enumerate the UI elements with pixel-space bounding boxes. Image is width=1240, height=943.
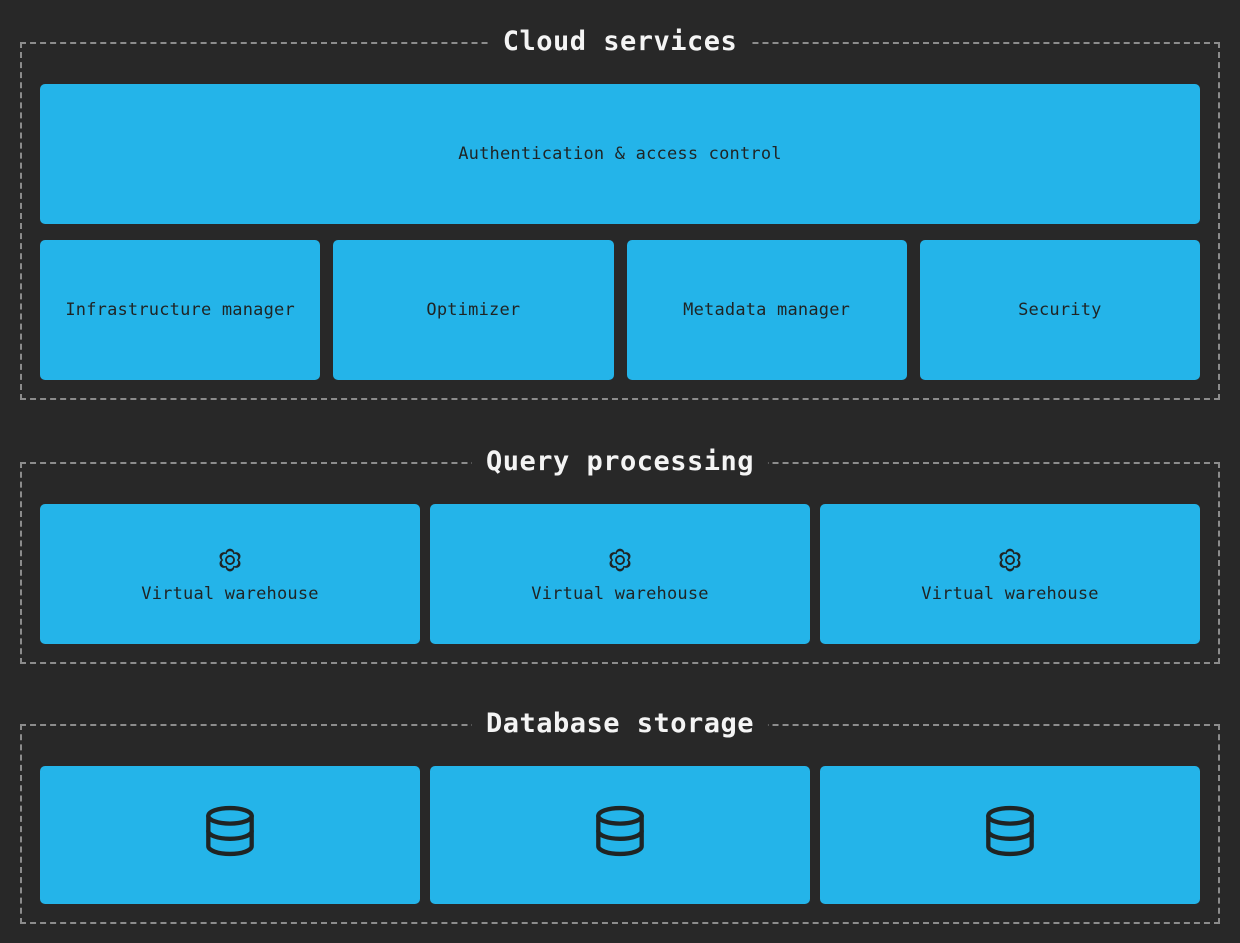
security-box: Security: [919, 240, 1200, 380]
cloud-services-row: Infrastructure manager Optimizer Metadat…: [40, 240, 1200, 380]
infrastructure-manager-label: Infrastructure manager: [65, 300, 295, 320]
metadata-manager-box: Metadata manager: [626, 240, 907, 380]
database-box: [40, 766, 420, 904]
section-cloud-services: Cloud services Authentication & access c…: [20, 24, 1220, 400]
auth-access-control-box: Authentication & access control: [40, 84, 1200, 224]
virtual-warehouse-label: Virtual warehouse: [141, 583, 319, 604]
section-title-query-processing: Query processing: [471, 444, 769, 480]
virtual-warehouse-label: Virtual warehouse: [531, 583, 709, 604]
section-title-database-storage: Database storage: [471, 706, 769, 742]
database-storage-row: [40, 766, 1200, 904]
gear-icon: [605, 545, 635, 575]
virtual-warehouse-box: Virtual warehouse: [820, 504, 1200, 644]
virtual-warehouse-box: Virtual warehouse: [430, 504, 810, 644]
query-processing-row: Virtual warehouse: [40, 504, 1200, 644]
metadata-manager-label: Metadata manager: [683, 300, 851, 320]
section-database-storage: Database storage: [20, 706, 1220, 924]
section-query-processing: Query processing: [20, 444, 1220, 664]
section-title-cloud-services: Cloud services: [488, 24, 752, 60]
database-box: [430, 766, 810, 904]
infrastructure-manager-box: Infrastructure manager: [40, 240, 321, 380]
security-label: Security: [1018, 300, 1102, 320]
gear-icon: [995, 545, 1025, 575]
database-icon: [204, 803, 256, 859]
virtual-warehouse-box: Virtual warehouse: [40, 504, 420, 644]
auth-access-control-label: Authentication & access control: [458, 144, 782, 164]
database-icon: [984, 803, 1036, 859]
gear-icon: [215, 545, 245, 575]
database-box: [820, 766, 1200, 904]
database-icon: [594, 803, 646, 859]
virtual-warehouse-label: Virtual warehouse: [921, 583, 1099, 604]
optimizer-label: Optimizer: [426, 300, 521, 320]
optimizer-box: Optimizer: [333, 240, 614, 380]
